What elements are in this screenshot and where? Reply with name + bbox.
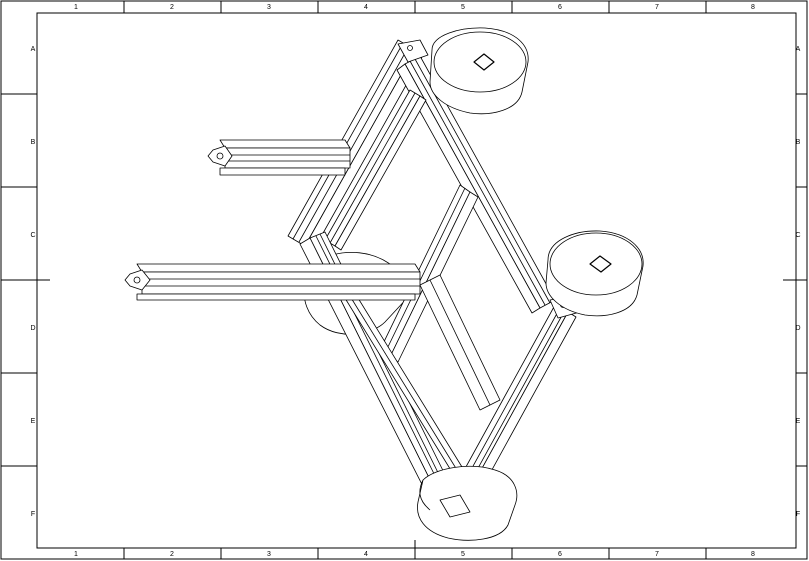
column-labels-top: 1 2 3 4 5 6 7 8 [74,4,755,11]
lower-arm-rail [124,263,421,301]
row-labels-right: A B C D E F [795,46,800,518]
row-label-left: A [31,46,36,53]
middle-connector-rail [419,274,501,411]
row-label-left: E [31,418,36,425]
upper-right-rail [396,55,556,314]
row-label-right: B [796,139,801,146]
upper-arm-rail [207,139,351,176]
col-label-bottom: 1 [74,551,78,558]
column-labels-bottom: 1 2 3 4 5 6 7 8 [74,551,755,558]
col-label-top: 5 [461,4,465,11]
row-label-left: D [30,325,35,332]
row-labels-left: A B C D E F [30,46,35,518]
col-label-top: 8 [751,4,755,11]
col-label-bottom: 5 [461,551,465,558]
col-label-bottom: 4 [364,551,368,558]
bottom-rail-ends [439,494,471,518]
col-label-bottom: 2 [170,551,174,558]
col-label-bottom: 8 [751,551,755,558]
wheel-top [429,27,529,115]
axle-icon [589,255,612,273]
lower-right-rail [444,304,577,518]
row-label-right: E [796,418,801,425]
center-marks [25,279,807,559]
wheel-bottom [417,465,518,541]
row-label-right: F [796,511,800,518]
row-label-right: A [796,46,801,53]
col-label-top: 2 [170,4,174,11]
col-label-top: 6 [558,4,562,11]
left-long-rail [287,39,424,252]
axle-icon [473,53,495,71]
row-label-left: C [30,232,35,239]
col-label-bottom: 3 [267,551,271,558]
row-label-right: C [795,232,800,239]
row-label-left: B [31,139,36,146]
inner-upper-rail [324,89,427,251]
frame-assembly [124,27,644,541]
wheel-right [545,230,644,317]
col-label-top: 7 [655,4,659,11]
row-label-right: D [795,325,800,332]
col-label-top: 1 [74,4,78,11]
row-label-left: F [31,511,35,518]
col-label-top: 4 [364,4,368,11]
col-label-top: 3 [267,4,271,11]
col-label-bottom: 6 [558,551,562,558]
col-label-bottom: 7 [655,551,659,558]
top-corner-bracket [397,39,429,63]
